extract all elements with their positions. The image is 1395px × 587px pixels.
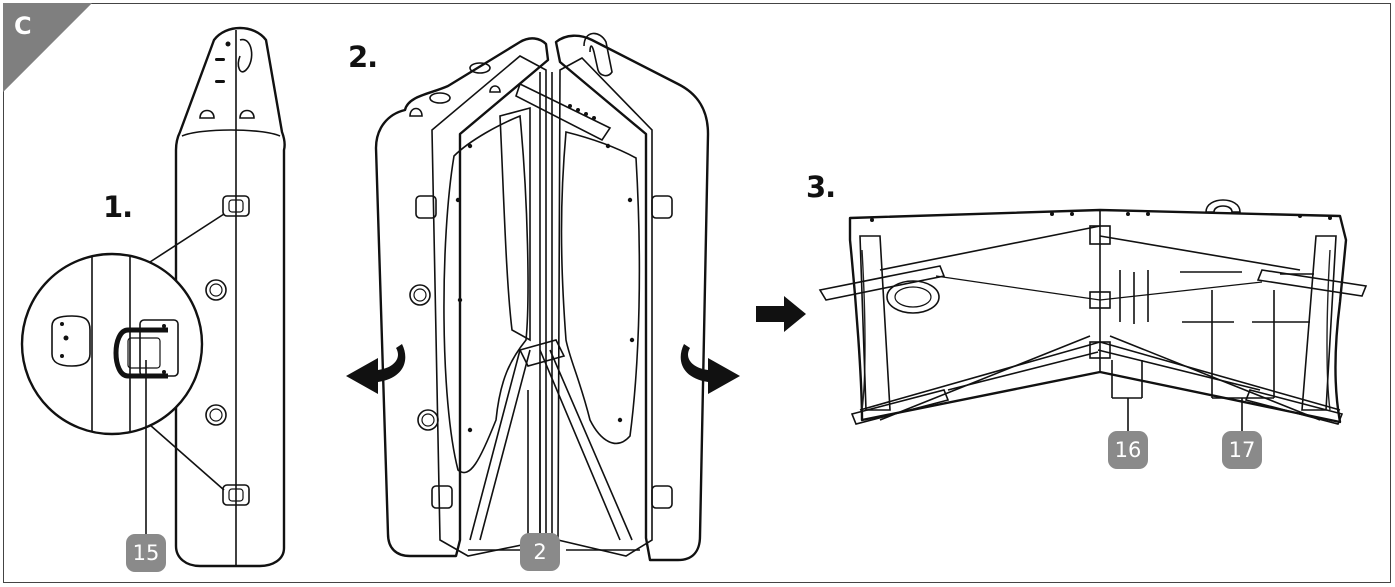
step-3-label: 3. <box>806 170 836 204</box>
callout-2: 2 <box>520 533 560 571</box>
section-corner-tab <box>3 3 93 93</box>
callout-16: 16 <box>1108 431 1148 469</box>
callout-15: 15 <box>126 534 166 572</box>
figure-frame <box>3 3 1391 583</box>
step-1-label: 1. <box>103 190 133 224</box>
callout-17: 17 <box>1222 431 1262 469</box>
step-2-label: 2. <box>348 40 378 74</box>
section-letter: C <box>14 12 32 40</box>
